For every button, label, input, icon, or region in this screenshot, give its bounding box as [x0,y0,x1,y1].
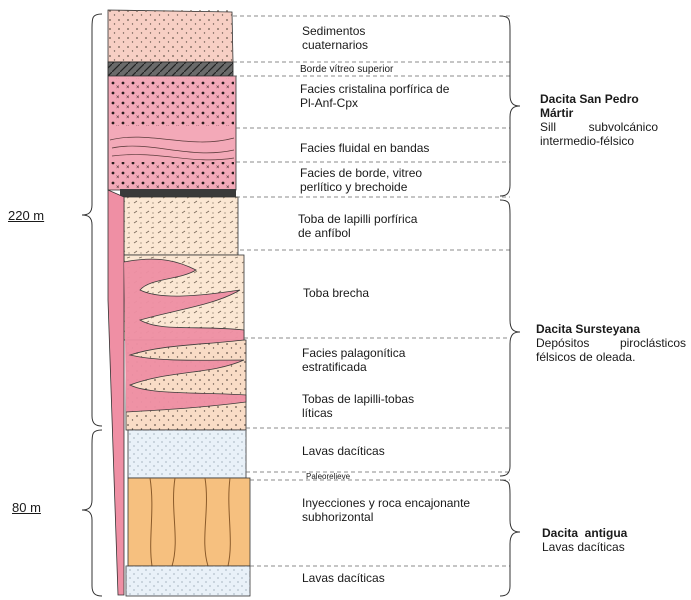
label-toba-lapilli: Toba de lapilli porfírica de anfíbol [298,212,418,240]
unit-antigua-name: Dacita antigua [542,526,628,540]
layer-palagonitica [125,339,247,431]
layer-dark-band [120,189,236,197]
thickness-braces [81,13,103,597]
layer-lavas-2 [125,565,251,597]
layer-toba-lapilli [123,196,239,256]
label-lavas-daciticas-2: Lavas dacíticas [302,571,385,585]
label-facies-fluidal: Facies fluidal en bandas [300,141,430,155]
unit-sursteyana-name: Dacita Sursteyana [536,322,641,336]
label-paleorelieve: Paleorelieve [306,472,351,481]
unit-braces [499,15,521,597]
feeder-dike [107,62,125,596]
label-sedimentos: Sedimentos cuaternarios [302,24,369,52]
layer-lavas-1 [127,429,247,479]
label-tobas-liticas: Tobas de lapilli-tobas líticas [302,392,415,420]
layer-sill-pink [107,75,237,191]
unit-antigua: Dacita antigua Lavas dacíticas [542,526,628,554]
layer-borde-vitreo [107,61,234,77]
label-facies-cristalina: Facies cristalina porfírica de Pl-Anf-Cp… [300,82,450,110]
thickness-lower-label: 80 m [12,500,41,515]
label-toba-brecha: Toba brecha [303,286,370,300]
label-lavas-daciticas-1: Lavas dacíticas [302,444,385,458]
label-facies-borde: Facies de borde, vitreo perlítico y brec… [300,166,423,194]
thickness-upper-label: 220 m [8,208,45,223]
unit-san-pedro-name-1: Dacita San Pedro [540,92,639,106]
label-inyecciones: Inyecciones y roca encajonante subhorizo… [302,496,471,524]
dike-fingers [123,258,247,413]
unit-san-pedro-name-2: Mártir [540,106,574,120]
unit-sursteyana: Dacita Sursteyana Depósitos piroclástico… [536,322,686,364]
correlation-lines [233,15,510,567]
unit-san-pedro: Dacita San Pedro Mártir Sill subvolcánic… [540,92,658,148]
layer-sedimentos [107,9,234,63]
label-borde-vitreo: Borde vítreo superior [300,64,394,75]
layer-inyecciones [127,477,251,567]
label-facies-palagonitica: Facies palagonítica estratificada [302,346,406,374]
